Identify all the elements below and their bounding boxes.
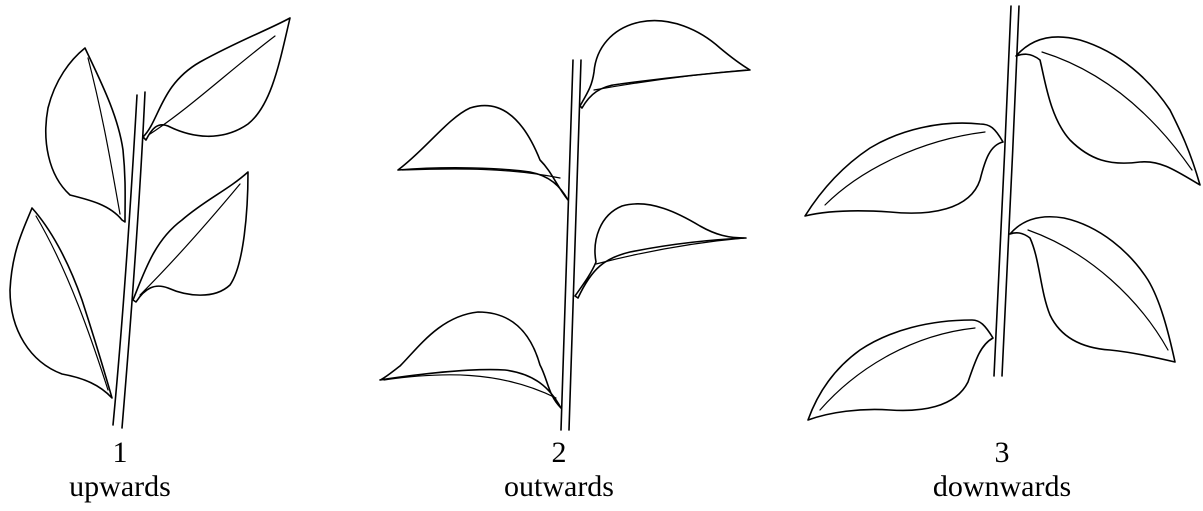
leaf-upper-right [1016, 37, 1200, 185]
caption-upwards: 1 upwards [20, 436, 220, 504]
plant-upwards [10, 18, 290, 428]
panel-label: outwards [459, 470, 659, 504]
plant-downwards [805, 6, 1200, 420]
caption-outwards: 2 outwards [459, 436, 659, 504]
stem-downwards [994, 6, 1011, 376]
leaf-lower-right [133, 172, 248, 302]
panel-number: 3 [902, 436, 1102, 470]
leaf-upper-left [805, 123, 1003, 216]
caption-downwards: 3 downwards [902, 436, 1102, 504]
leaf-upper-right [143, 18, 290, 140]
panel-label: downwards [902, 470, 1102, 504]
leaf-lower-right [1010, 217, 1175, 362]
leaf-upper-right [580, 21, 750, 108]
panel-number: 2 [459, 436, 659, 470]
leaf-upper-left [46, 48, 125, 222]
leaf-lower-left [380, 312, 561, 408]
plant-outwards [380, 21, 750, 430]
leaf-upper-left [398, 106, 568, 200]
leaf-lower-left [10, 208, 112, 398]
panel-number: 1 [20, 436, 220, 470]
leaf-lower-left [808, 320, 993, 420]
leaf-lower-right [575, 204, 746, 298]
panel-label: upwards [20, 470, 220, 504]
